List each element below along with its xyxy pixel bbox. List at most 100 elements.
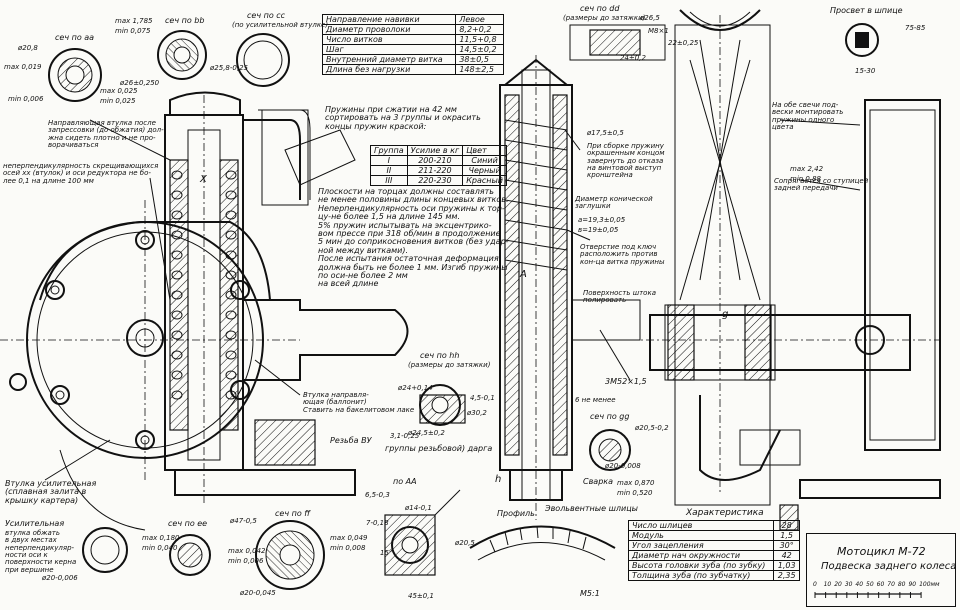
note-line: на всей длине (318, 279, 379, 289)
note-line: кон-ца витка пружины (580, 257, 665, 266)
spline-param-value: 28 (773, 520, 800, 531)
label-scale-m: М5:1 (580, 589, 600, 598)
dim-d5: max 1,785 (115, 17, 153, 25)
dim-d31: ø14-0,1 (405, 504, 432, 512)
dim-d27: ø20-0,045 (240, 589, 276, 597)
spline-caption: Характеристика (686, 508, 764, 518)
spline-param-label: Число шлицев (627, 520, 775, 531)
groups-cell: 220-230 (406, 175, 464, 186)
spline-param-label: Диаметр нач окружности (627, 550, 775, 561)
dim-d45: g (722, 309, 729, 320)
label-thread-m52: 3М52×1,5 (605, 377, 647, 386)
section-ee-drawing (82, 527, 211, 576)
note-line: при вершине (5, 565, 54, 574)
dim-d8: ø25,8-0,25 (210, 64, 248, 72)
section-gg-drawing (589, 429, 631, 471)
note-line: пружины одного (772, 115, 835, 124)
label-section-AA: по АА (393, 477, 417, 486)
note-line: ющая (баллонит) (303, 398, 367, 407)
note-line: Поверхность штока (583, 289, 656, 297)
note-line: в двух местах (5, 536, 57, 545)
dim-d39: 6 не менее (575, 396, 616, 404)
scale-ticks (814, 592, 922, 598)
dim-d15: ø24,5±0,2 (408, 429, 445, 437)
label-thread2: группы резьбовой) дарга (385, 444, 493, 453)
dim-d2: min 0,006 (8, 95, 44, 103)
dim-d32: 45±0,1 (408, 592, 434, 600)
leader-lines (44, 119, 861, 481)
groups-header-cell: Цвет (462, 145, 507, 156)
label-profile: Профиль (497, 509, 535, 518)
dim-d34: 15° (380, 549, 393, 557)
spring-param-value: 38±0,5 (455, 54, 504, 65)
dim-d19: min 0,520 (617, 489, 653, 497)
note-line: ности оси к (5, 551, 48, 560)
spline-param-value: 2,35 (773, 570, 800, 581)
note-line: крышку картера) (5, 495, 79, 505)
note-line: 5 мин до соприкосновения витков (без уда… (318, 237, 509, 247)
spring-param-label: Длина без нагрузки (321, 64, 457, 75)
dim-d14: ø24+0,14 (398, 384, 433, 392)
groups-cell: Красный (462, 175, 507, 186)
dim-d44: ø20,5 (455, 539, 475, 547)
groups-cell: 200-210 (406, 155, 464, 166)
dim-d6: min 0,075 (115, 27, 151, 35)
note-line: вом прессе при 318 об/мин в продолжение (318, 228, 501, 238)
section-hh-drawing (419, 384, 466, 426)
dim-d4: min 0,025 (100, 97, 136, 105)
scale-label: 80 (897, 581, 906, 588)
note-guide-bush: Втулка направля-ющая (баллонит)Ставить н… (303, 391, 414, 414)
note-cone-b: в=19±0,05 (578, 226, 619, 234)
section-dd-drawing (569, 24, 666, 61)
label-lumen: Просвет в шпице (830, 6, 903, 15)
note-line: на винтовой выступ (587, 164, 662, 173)
note-line: жна сидеть плотно и не про- (48, 133, 156, 142)
groups-cell: III (370, 175, 408, 186)
note-cone-a: а=19,3±0,05 (578, 216, 626, 224)
dim-d9: ø20,8 (18, 44, 38, 52)
note-line: Втулка направля- (303, 391, 369, 399)
note-line: Направляющая втулка после (48, 119, 156, 127)
spring-param-value: Левое (455, 14, 504, 25)
label-section-cc-sub: (по усилительной втулке) (232, 21, 329, 29)
dim-d3: max 0,025 (100, 87, 138, 95)
note-line: цу-не более 1,5 на длине 145 мм. (318, 212, 460, 222)
scale-label: 20 (834, 581, 842, 588)
note-line: не менее половины длины концевых витков. (318, 195, 509, 205)
note-line: запрессовки (до обжатия) дол- (48, 126, 164, 135)
groups-header-cell: Усилие в кг (406, 145, 464, 156)
spring-param-label: Шаг (321, 44, 457, 55)
spline-param-label: Модуль (627, 530, 775, 541)
note-spring-sort: Пружины при сжатии на 42 мм сортировать … (325, 105, 481, 131)
note-line: 5% пружин испытывать на эксцентрико- (318, 220, 492, 230)
scale-label: 0 (813, 581, 817, 588)
title-line1: Мотоцикл М-72 (837, 545, 926, 558)
dim-d17: ø20,5-0,2 (635, 424, 669, 432)
dim-d38: 3,1-0,25 (390, 432, 420, 440)
note-line: окрашенным концом (587, 149, 665, 158)
dim-d40: A (520, 269, 527, 280)
scale-label: 100мм (919, 581, 940, 588)
note-line: заглушки (575, 202, 611, 211)
label-section-bb: сеч по bb (165, 16, 205, 25)
spline-table-row: Высота головки зуба (по зубку)1,03 (627, 560, 800, 571)
dim-d41: h (495, 474, 502, 485)
note-line: неперпендикулярность скрещивающихся (3, 162, 159, 170)
label-thread: Резьба ВУ (330, 436, 372, 445)
